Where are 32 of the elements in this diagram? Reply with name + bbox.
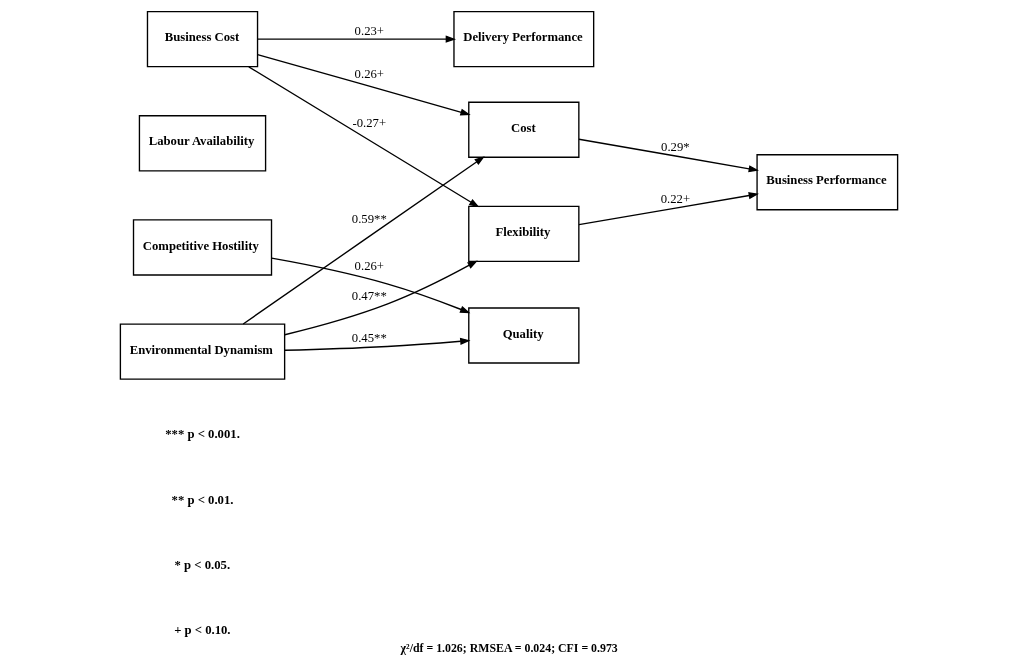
arrow — [270, 257, 471, 314]
node-box: Flexibility — [468, 205, 580, 263]
arrow — [242, 156, 485, 325]
node-box: Cost — [468, 101, 580, 158]
edge-label: 0.22+ — [660, 191, 691, 206]
edge-label: -0.27+ — [352, 116, 387, 131]
edge-label: 0.26+ — [354, 259, 384, 274]
node-box: Competitive Hostility — [132, 219, 273, 276]
arrow — [284, 260, 478, 336]
edge-label: 0.47** — [351, 288, 387, 303]
arrow — [256, 35, 456, 43]
label: *** p < 0.001. — [165, 427, 240, 442]
arrow — [284, 337, 471, 351]
edge-label: 0.45** — [351, 331, 387, 346]
node-box: Environmental Dynamism — [119, 323, 286, 380]
arrow — [248, 66, 480, 208]
label: + p < 0.10. — [174, 622, 231, 637]
arrow — [256, 53, 471, 116]
edge-label: 0.29* — [661, 139, 690, 154]
node-box: Business Cost — [146, 11, 259, 68]
arrow — [578, 138, 759, 173]
arrow — [578, 192, 759, 226]
node-box: Labour Availability — [138, 115, 267, 172]
edge-label: 0.59** — [351, 211, 387, 226]
node-box: Business Performance — [756, 154, 899, 211]
node-box: Delivery Performance — [453, 11, 595, 68]
edge-label: 0.23+ — [354, 23, 384, 38]
node-box: Quality — [468, 307, 580, 364]
label: * p < 0.05. — [174, 557, 231, 572]
caption: χ²/df = 1.026; RMSEA = 0.024; CFI = 0.973 — [400, 640, 618, 655]
label: ** p < 0.01. — [171, 492, 234, 507]
edge-label: 0.26+ — [354, 67, 384, 82]
